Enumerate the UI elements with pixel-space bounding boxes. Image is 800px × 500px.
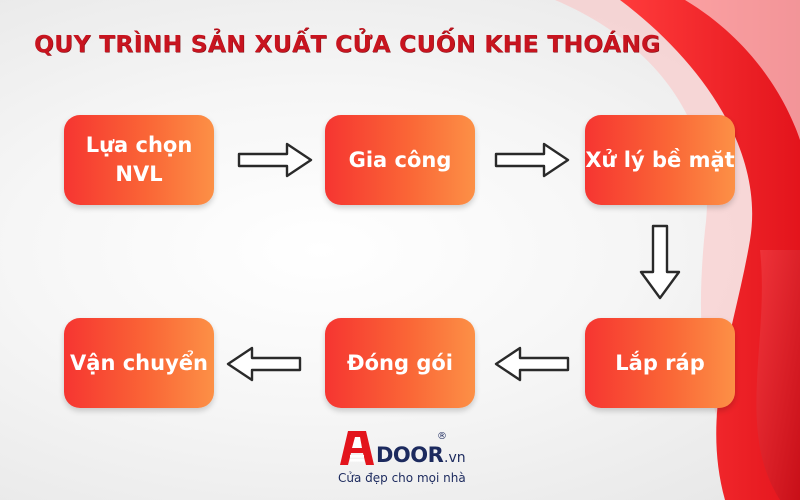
step-dong-goi: Đóng gói [325,318,475,408]
arrow-right-icon [494,142,570,178]
logo-domain-suffix: .vn [444,450,466,466]
arrow-down-icon [639,224,681,300]
step-lua-chon-nvl: Lựa chọn NVL [64,115,214,205]
arrow-right-icon [237,142,313,178]
diagram-title: QUY TRÌNH SẢN XUẤT CỬA CUỐN KHE THOÁNG [34,30,661,58]
logo-wordmark: DOOR [376,443,444,467]
step-xu-ly-be-mat: Xử lý bề mặt [585,115,735,205]
step-lap-rap: Lắp ráp [585,318,735,408]
step-gia-cong: Gia công [325,115,475,205]
arrow-left-icon [494,346,570,382]
step-van-chuyen: Vận chuyển [64,318,214,408]
adoor-logo: DOOR ® .vn Cửa đẹp cho mọi nhà [336,425,496,493]
arrow-left-icon [226,346,302,382]
adoor-logo-icon [340,431,374,465]
logo-tagline: Cửa đẹp cho mọi nhà [338,471,466,485]
logo-registered-mark: ® [437,431,447,442]
